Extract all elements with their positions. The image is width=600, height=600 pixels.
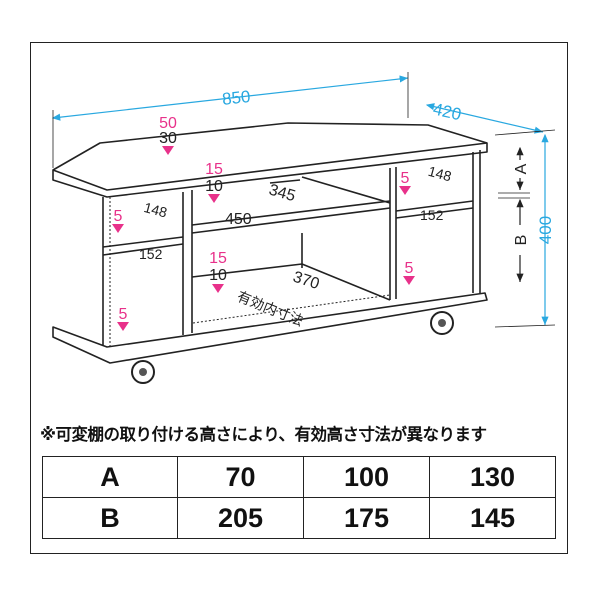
table-row: A 70 100 130 — [42, 456, 556, 498]
furniture-outline — [52, 122, 488, 364]
upper-depth-value: 345 — [267, 182, 297, 206]
left-shelf-bottom-value: 152 — [139, 246, 163, 262]
lower-center-black-value: 10 — [209, 267, 227, 284]
marker-triangles — [112, 146, 415, 331]
table-cell: 130 — [429, 456, 556, 498]
right-shelf-top-value: 148 — [427, 163, 454, 185]
table-cell: 70 — [177, 456, 304, 498]
upper-center-black-value: 10 — [205, 178, 223, 195]
table-cell: 205 — [177, 497, 304, 539]
upper-center-pink-value: 15 — [205, 161, 223, 178]
row-label: A — [42, 456, 178, 498]
lower-depth-value: 370 — [291, 269, 322, 293]
table-cell: 175 — [303, 497, 430, 539]
caster-left — [131, 360, 155, 384]
left-shelf-top-value: 148 — [142, 199, 169, 221]
upper-width-value: 450 — [225, 211, 252, 228]
label-b: B — [513, 235, 530, 246]
depth-dimension: 420 — [431, 99, 463, 124]
table-row: B 205 175 145 — [42, 497, 556, 539]
diagram-frame — [30, 42, 568, 554]
shelf-height-table: A 70 100 130 B 205 175 145 — [42, 456, 556, 539]
top-black-value: 30 — [159, 130, 177, 147]
row-label: B — [42, 497, 178, 539]
height-dimension: 400 — [536, 216, 555, 244]
effective-inner-dimension-label: 有効内寸法 — [235, 288, 306, 329]
label-a: A — [513, 163, 530, 174]
lower-center-pink-value: 15 — [209, 250, 227, 267]
table-cell: 100 — [303, 456, 430, 498]
dimension-lines — [51, 72, 556, 328]
shelf-height-note: ※可変棚の取り付ける高さにより、有効高さ寸法が異なります — [40, 425, 487, 444]
caster-right — [430, 311, 454, 335]
left-bottom-pink-value: 5 — [119, 306, 128, 323]
right-shelf-pink-value: 5 — [401, 170, 410, 187]
width-dimension: 850 — [221, 87, 251, 109]
table-cell: 145 — [429, 497, 556, 539]
top-pink-value: 50 — [159, 115, 177, 132]
left-shelf-pink-value: 5 — [114, 208, 123, 225]
right-shelf-bottom-value: 152 — [420, 207, 444, 223]
right-bottom-pink-value: 5 — [405, 260, 414, 277]
